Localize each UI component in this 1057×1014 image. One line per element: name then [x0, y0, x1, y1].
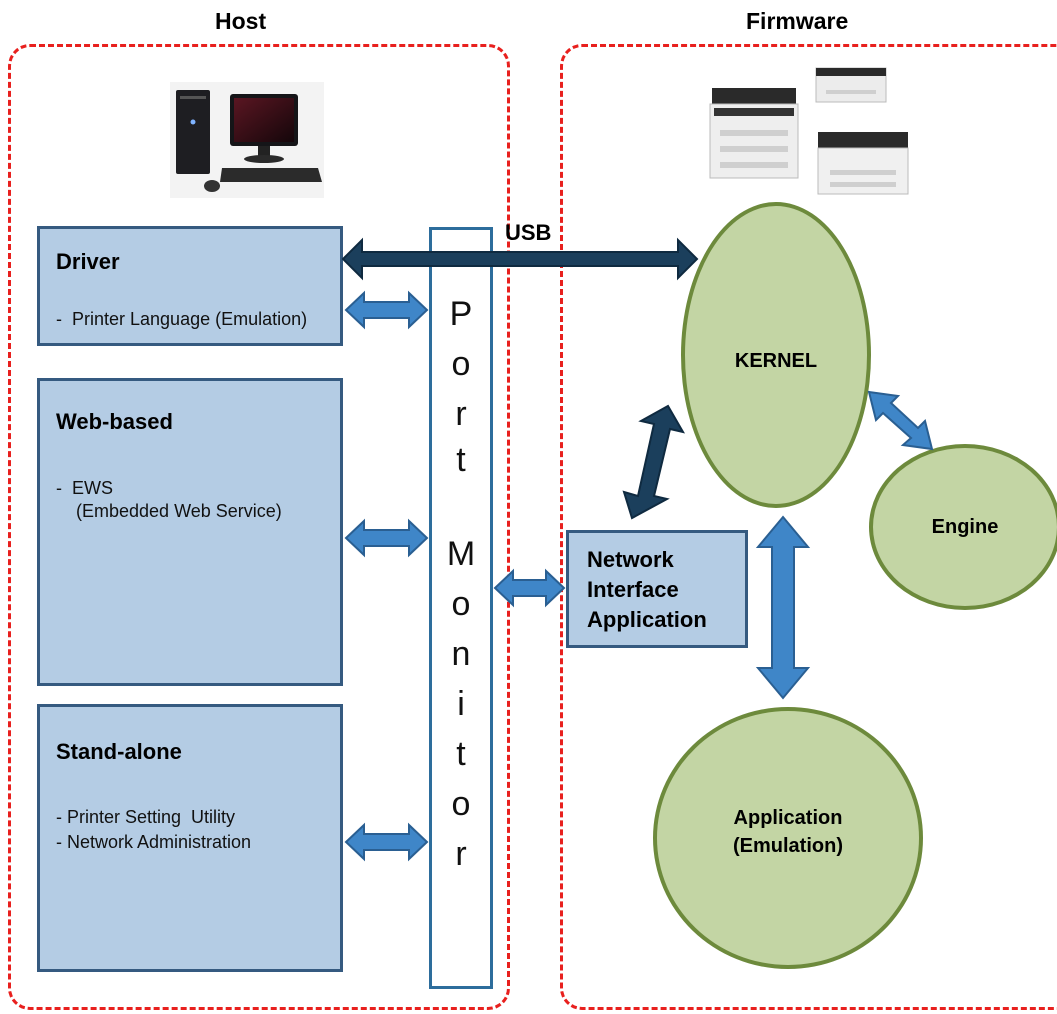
engine-ellipse: Engine: [869, 444, 1057, 610]
application-label-1: Application: [733, 807, 843, 829]
web-based-line-2: (Embedded Web Service): [56, 501, 282, 521]
host-region: [8, 44, 510, 1010]
kernel-to-application-arrow: [755, 515, 811, 700]
port-monitor-letter: o: [451, 585, 471, 623]
port-monitor-letter: r: [455, 395, 467, 433]
usb-label: USB: [505, 220, 552, 245]
port-monitor-letter: o: [451, 345, 471, 383]
application-label-2: (Emulation): [733, 835, 843, 857]
driver-line: - Printer Language (Emulation): [56, 309, 308, 329]
network-interface-application-box: Network Interface Application: [566, 530, 748, 648]
desktop-computer-icon: [170, 82, 324, 198]
driver-arrow: [344, 290, 429, 330]
port-monitor: [429, 227, 493, 989]
stand-alone-box: Stand-alone - Printer Setting Utility - …: [37, 704, 343, 972]
usb-arrow: [341, 237, 699, 281]
application-ellipse: Application (Emulation): [653, 707, 923, 969]
host-title: Host: [215, 8, 267, 34]
stand-alone-line-1: - Printer Setting Utility: [56, 807, 236, 827]
driver-box: Driver - Printer Language (Emulation): [37, 226, 343, 346]
port-monitor-letter: o: [451, 785, 471, 823]
port-monitor-label: P o r t M o n i t o r: [429, 227, 493, 989]
nia-line-2: Interface: [587, 577, 679, 602]
port-to-nia-arrow: [493, 568, 566, 608]
web-based-title: Web-based: [56, 409, 173, 434]
port-monitor-letter: M: [446, 535, 476, 573]
nia-line-1: Network: [587, 547, 674, 572]
port-monitor-letter: i: [457, 685, 465, 723]
nia-to-kernel-arrow: [622, 404, 686, 520]
port-monitor-letter: t: [456, 441, 466, 479]
firmware-title: Firmware: [746, 8, 849, 34]
web-based-arrow: [344, 518, 429, 558]
nia-line-3: Application: [587, 607, 707, 632]
port-monitor-letter: n: [451, 635, 471, 673]
web-based-box: Web-based - EWS (Embedded Web Service): [37, 378, 343, 686]
port-monitor-letter: t: [456, 735, 466, 773]
kernel-ellipse: KERNEL: [681, 202, 871, 508]
stand-alone-title: Stand-alone: [56, 739, 182, 764]
firmware-region: [560, 44, 1057, 1010]
printers-icon: [706, 66, 914, 198]
port-monitor-letter: P: [449, 295, 473, 333]
stand-alone-arrow: [344, 822, 429, 862]
kernel-label: KERNEL: [734, 350, 818, 372]
port-monitor-letter: r: [455, 835, 467, 873]
web-based-line-1: - EWS: [56, 478, 113, 498]
engine-label: Engine: [931, 516, 999, 538]
driver-title: Driver: [56, 249, 120, 274]
stand-alone-line-2: - Network Administration: [56, 832, 252, 852]
kernel-to-engine-arrow: [867, 390, 934, 451]
